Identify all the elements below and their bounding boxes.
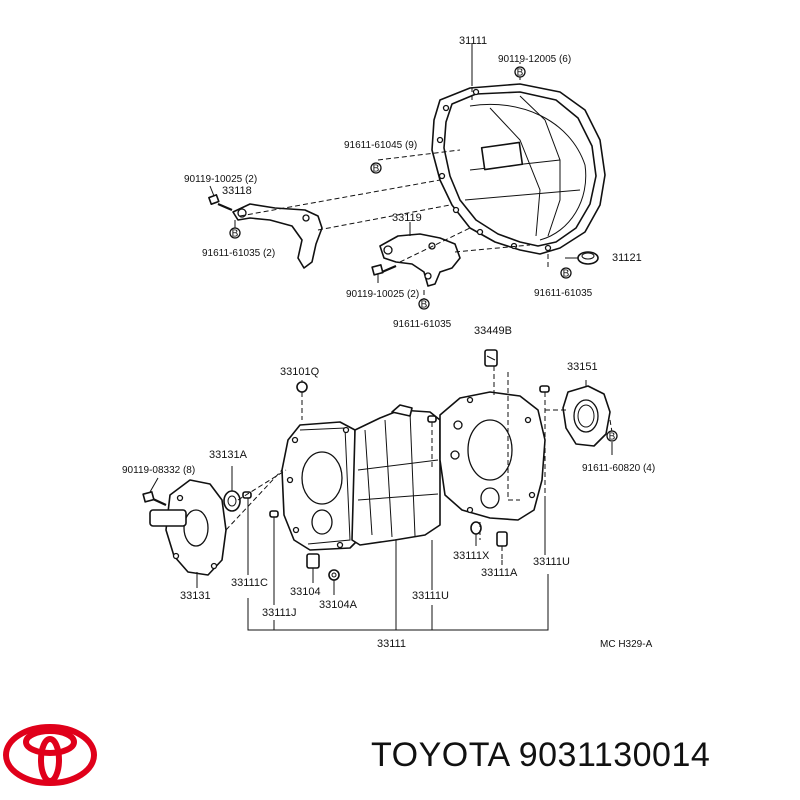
pin-33111u-mid[interactable] [427,415,437,423]
plug-33111a[interactable] [496,531,508,547]
b-marker: B [232,229,239,240]
label-33111u-mid: 33111U [412,590,449,602]
pin-33111c[interactable] [242,491,252,499]
gasket-33104a[interactable] [328,569,340,581]
label-33151: 33151 [567,361,598,373]
label-91611-61035-c: 91611-61035 [534,288,593,299]
label-33111-bottom: 33111 [377,638,406,650]
bracket-33119[interactable] [379,233,461,287]
bolt-marker-91611-61035-a: B [229,227,241,240]
label-33111j: 33111J [262,607,296,619]
b-marker: B [517,68,524,79]
label-90119-10025-b: 90119-10025 (2) [346,289,419,300]
label-33104: 33104 [290,586,321,598]
b-marker: B [609,432,616,443]
breather-33449b[interactable] [484,349,498,367]
pin-33111u-right[interactable] [539,385,550,393]
plug-33101q[interactable] [296,381,308,393]
bolt-marker-91611-61035-c: B [560,267,572,280]
bolt-marker-91611-12005: B [514,66,526,79]
label-33104a: 33104A [319,599,358,611]
label-33449b: 33449B [474,325,512,337]
label-90119-12005: 90119-12005 (6) [498,54,571,65]
bolt-marker-91611-61045: B [370,162,382,175]
bolt-90119-10025-lower[interactable] [371,264,397,276]
label-33118: 33118 [222,185,252,197]
label-91611-61045: 91611-61045 (9) [344,140,417,151]
b-marker: B [373,164,380,175]
label-33111a: 33111A [481,567,518,579]
b-marker: B [421,300,428,311]
label-90119-10025-a: 90119-10025 (2) [184,174,257,185]
bearing-retainer-33131[interactable] [149,479,227,576]
bolt-marker-91611-61035-b: B [418,298,430,311]
transmission-case-33111[interactable] [281,404,441,551]
adapter-housing[interactable] [439,391,546,521]
oil-seal-33131a[interactable] [223,490,241,512]
label-33101q: 33101Q [280,366,320,378]
bolt-90119-08332[interactable] [142,491,167,506]
plug-33104[interactable] [306,553,320,569]
label-33111c: 33111C [231,577,268,589]
bell-housing[interactable] [431,83,606,255]
label-33119: 33119 [392,212,422,224]
label-31111-top: 31111 [459,35,487,47]
bolt-90119-10025-upper[interactable] [208,194,233,212]
seal-plate-33151[interactable] [562,385,611,447]
b-marker: B [563,269,570,280]
label-90119-08332: 90119-08332 (8) [122,465,195,476]
label-91611-61035-a: 91611-61035 (2) [202,248,275,259]
bolt-marker-91611-60820: B [606,430,618,443]
label-33111x: 33111X [453,550,490,562]
label-31121: 31121 [612,252,642,264]
label-91611-61035-b: 91611-61035 [393,319,452,330]
brand-part-number: TOYOTA 9031130014 [371,736,711,774]
label-91611-60820: 91611-60820 (4) [582,463,655,474]
plug-31121[interactable] [577,251,599,265]
label-33111u-right: 33111U [533,556,570,568]
label-33131a: 33131A [209,449,248,461]
diagram-reference-code: MC H329-A [600,639,653,650]
toyota-logo [3,724,97,786]
label-33131: 33131 [180,590,211,602]
pin-33111j[interactable] [269,510,279,518]
